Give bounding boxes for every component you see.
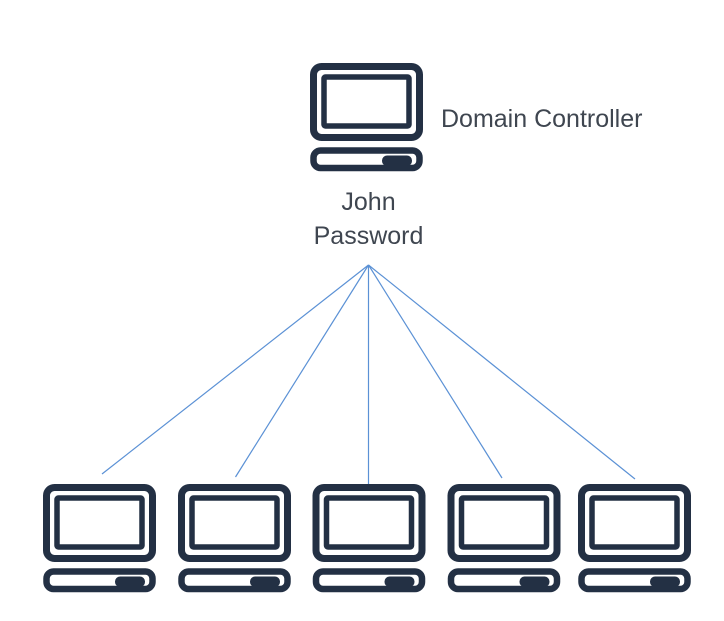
connector-line-client-5 — [368, 264, 636, 480]
connector-line-client-4 — [367, 264, 503, 479]
client-computer-icon-3 — [316, 488, 422, 590]
client-computer-icon-4 — [451, 488, 557, 590]
connector-line-client-2 — [234, 264, 370, 478]
domain-controller-computer-icon — [314, 67, 420, 169]
client-computer-icon-2 — [182, 488, 288, 590]
client-computer-icon-5 — [582, 488, 688, 590]
domain-controller-label: Domain Controller — [441, 105, 643, 133]
connector-lines — [101, 264, 636, 484]
username-text: John — [341, 188, 396, 216]
connector-line-client-1 — [101, 264, 369, 475]
password-text: Password — [313, 222, 424, 250]
credentials-label: John Password — [266, 185, 471, 253]
client-computer-icon-1 — [47, 488, 153, 590]
